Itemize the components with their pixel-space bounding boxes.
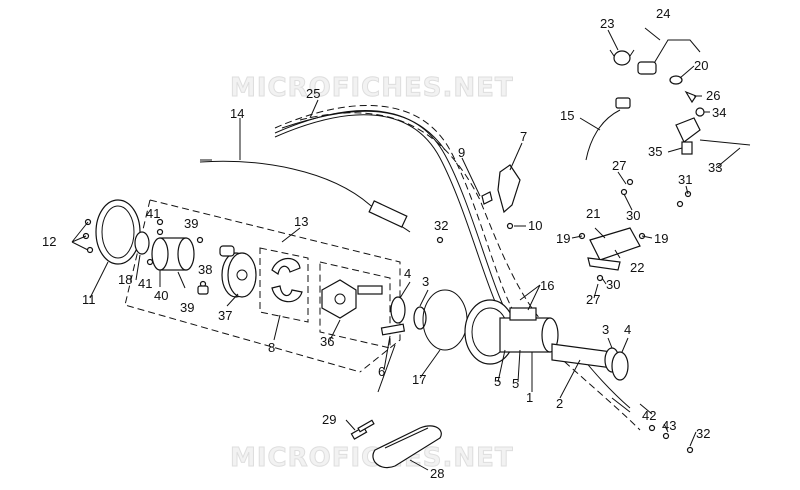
callout-4-left: 4 bbox=[404, 266, 411, 281]
part-2-axle bbox=[551, 343, 613, 369]
callout-5-b: 5 bbox=[512, 376, 519, 391]
part-4-right bbox=[611, 351, 629, 381]
part-8 bbox=[271, 257, 303, 303]
part-20 bbox=[669, 75, 683, 85]
callout-42: 42 bbox=[642, 408, 656, 423]
callout-13: 13 bbox=[294, 214, 308, 229]
callout-23: 23 bbox=[600, 16, 614, 31]
part-24 bbox=[637, 39, 701, 75]
callout-numbers: 1 2 3 3 4 4 5 5 6 7 8 9 10 11 12 13 14 1… bbox=[42, 6, 726, 481]
part-35-33 bbox=[675, 117, 751, 155]
callout-18: 18 bbox=[118, 272, 132, 287]
callout-15: 15 bbox=[560, 108, 574, 123]
part-11 bbox=[95, 199, 141, 265]
callout-21: 21 bbox=[586, 206, 600, 221]
part-40 bbox=[151, 237, 195, 271]
callout-40: 40 bbox=[154, 288, 168, 303]
part-36 bbox=[321, 279, 383, 319]
part-9 bbox=[481, 191, 493, 205]
callout-20: 20 bbox=[694, 58, 708, 73]
part-29 bbox=[350, 419, 375, 440]
callout-32-bottom: 32 bbox=[696, 426, 710, 441]
callout-22: 22 bbox=[630, 260, 644, 275]
callout-37: 37 bbox=[218, 308, 232, 323]
part-23 bbox=[609, 49, 635, 66]
part-7 bbox=[497, 164, 521, 214]
callout-2: 2 bbox=[556, 396, 563, 411]
callout-33: 33 bbox=[708, 160, 722, 175]
callout-30-bottom: 30 bbox=[606, 277, 620, 292]
callout-3-left: 3 bbox=[422, 274, 429, 289]
callout-34: 34 bbox=[712, 105, 726, 120]
leader-lines bbox=[71, 27, 741, 471]
watermark-bottom: MICROFICHES.NET bbox=[230, 443, 514, 473]
group-box-8 bbox=[259, 247, 309, 323]
callout-31: 31 bbox=[678, 172, 692, 187]
part-17 bbox=[422, 289, 468, 351]
callout-16: 16 bbox=[540, 278, 554, 293]
callout-30-top: 30 bbox=[626, 208, 640, 223]
part-34 bbox=[695, 107, 705, 117]
part-38-39 bbox=[197, 245, 235, 295]
callout-9: 9 bbox=[458, 145, 465, 160]
callout-12: 12 bbox=[42, 234, 56, 249]
watermark-top: MICROFICHES.NET bbox=[230, 73, 514, 103]
callout-8: 8 bbox=[268, 340, 275, 355]
callout-39-bottom: 39 bbox=[180, 300, 194, 315]
part-18 bbox=[134, 231, 150, 255]
callout-41-bottom: 41 bbox=[138, 276, 152, 291]
callout-36: 36 bbox=[320, 334, 334, 349]
part-42 bbox=[611, 397, 631, 413]
part-37 bbox=[221, 252, 257, 298]
part-1-hub bbox=[464, 299, 559, 365]
part-4-left bbox=[390, 296, 406, 324]
callout-1: 1 bbox=[526, 390, 533, 405]
callout-19-left: 19 bbox=[556, 231, 570, 246]
part-26 bbox=[684, 90, 697, 104]
part-15 bbox=[585, 97, 631, 161]
callout-27-top: 27 bbox=[612, 158, 626, 173]
callout-3-right: 3 bbox=[602, 322, 609, 337]
callout-10: 10 bbox=[528, 218, 542, 233]
callout-27-bottom: 27 bbox=[586, 292, 600, 307]
callout-28: 28 bbox=[430, 466, 444, 481]
part-6 bbox=[380, 323, 406, 336]
callout-11: 11 bbox=[82, 292, 96, 307]
callout-5-a: 5 bbox=[494, 374, 501, 389]
cable-14 bbox=[199, 159, 411, 233]
callout-19-right: 19 bbox=[654, 231, 668, 246]
callout-32-mid: 32 bbox=[434, 218, 448, 233]
part-28 bbox=[372, 425, 442, 469]
callout-14: 14 bbox=[230, 106, 244, 121]
callout-43: 43 bbox=[662, 418, 676, 433]
callout-26: 26 bbox=[706, 88, 720, 103]
callout-41-top: 41 bbox=[146, 206, 160, 221]
callout-24: 24 bbox=[656, 6, 670, 21]
callout-4-right: 4 bbox=[624, 322, 631, 337]
group-box-36 bbox=[319, 261, 391, 349]
callout-39-top: 39 bbox=[184, 216, 198, 231]
callout-38: 38 bbox=[198, 262, 212, 277]
callout-6: 6 bbox=[378, 364, 385, 379]
callout-35: 35 bbox=[648, 144, 662, 159]
cable-25 bbox=[274, 105, 641, 431]
callout-25: 25 bbox=[306, 86, 320, 101]
callout-7: 7 bbox=[520, 129, 527, 144]
callout-29: 29 bbox=[322, 412, 336, 427]
part-21-22 bbox=[587, 227, 641, 271]
callout-17: 17 bbox=[412, 372, 426, 387]
